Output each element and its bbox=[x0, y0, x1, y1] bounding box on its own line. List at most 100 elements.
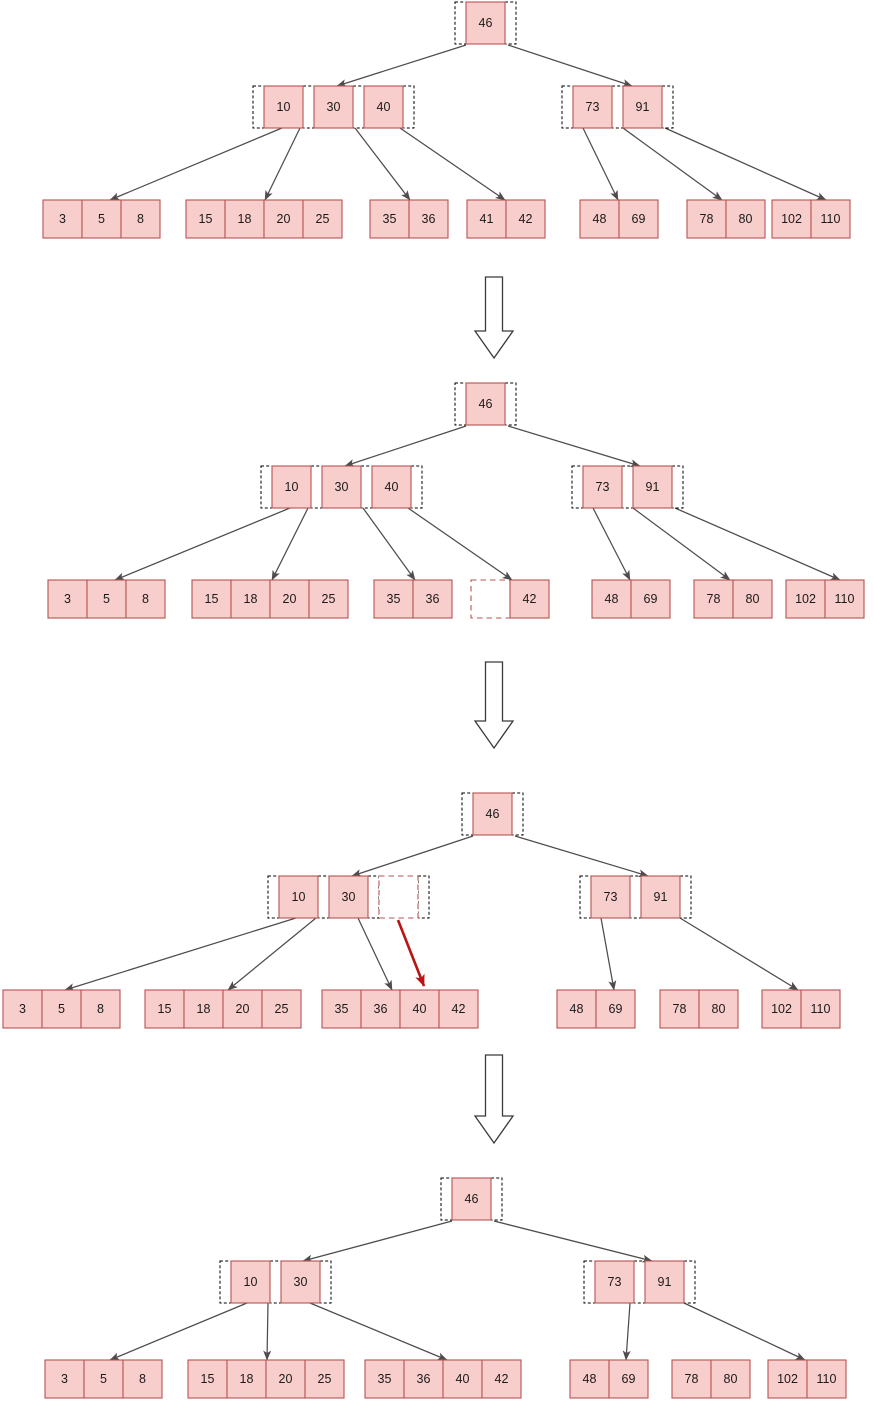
panel-2-leaf-78-80-cell-1 bbox=[732, 579, 773, 619]
panel-3-leaf-15-18-20-25-cell-2 bbox=[222, 989, 263, 1029]
panel-4-root-node-46-key-0: 46 bbox=[465, 1192, 479, 1206]
panel-1-leaf-35-36-key-1: 36 bbox=[422, 212, 436, 226]
panel-2-edge-left-to-leaf1 bbox=[114, 507, 291, 581]
panel-1-leaf-3-5-8-cell-2 bbox=[120, 199, 161, 239]
panel-3-internal-node-10-30-empty-cell-1 bbox=[328, 875, 369, 919]
panel-3-leaf-3-5-8-key-2: 8 bbox=[97, 1002, 104, 1016]
panel-2-internal-node-73-91-pointer-0 bbox=[571, 465, 584, 509]
panel-1-internal-node-10-30-40-key-2: 40 bbox=[377, 100, 391, 114]
panel-1-leaf-48-69-cell-1 bbox=[618, 199, 659, 239]
panel-4-internal-node-10-30-key-1: 30 bbox=[294, 1275, 308, 1289]
panel-4-edge-left-to-leaf3 bbox=[309, 1302, 448, 1361]
panel-1-leaf-3-5-8-key-1: 5 bbox=[98, 212, 105, 226]
panel-4-leaf-15-18-20-25-cell-1 bbox=[226, 1359, 267, 1399]
panel-4-leaf-3-5-8-key-1: 5 bbox=[100, 1372, 107, 1386]
panel-2-root-node-46: 46 bbox=[454, 382, 517, 426]
panel-4-leaf-3-5-8-key-0: 3 bbox=[61, 1372, 68, 1386]
panel-3-root-node-46-cell-0 bbox=[472, 792, 513, 836]
panel-1-leaf-102-110-cell-1 bbox=[810, 199, 851, 239]
panel-1-leaf-15-18-20-25-key-1: 18 bbox=[238, 212, 252, 226]
panel-1-leaf-15-18-20-25-cell-3 bbox=[302, 199, 343, 239]
panel-3-internal-node-10-30-empty-cell-0 bbox=[278, 875, 319, 919]
panel-3-leaf-48-69-key-0: 48 bbox=[570, 1002, 584, 1016]
panel-1-leaf-35-36-cell-1 bbox=[408, 199, 449, 239]
panel-3-leaf-102-110-key-0: 102 bbox=[771, 1002, 792, 1016]
panel-2-internal-node-73-91-pointer-1 bbox=[621, 465, 634, 509]
panel-4-internal-node-10-30-pointer-1 bbox=[269, 1260, 282, 1304]
panel-2-edge-left-to-leaf2 bbox=[271, 507, 309, 581]
panel-1-internal-node-73-91-key-0: 73 bbox=[586, 100, 600, 114]
panel-2-leaf-empty-42: 42 bbox=[470, 579, 550, 619]
panel-1-leaf-41-42-key-1: 42 bbox=[519, 212, 533, 226]
panel-4-leaf-3-5-8-key-2: 8 bbox=[139, 1372, 146, 1386]
panel-4-leaf-35-36-40-42-key-0: 35 bbox=[378, 1372, 392, 1386]
panel-4-leaf-78-80-key-0: 78 bbox=[685, 1372, 699, 1386]
panel-2-leaf-102-110-key-1: 110 bbox=[835, 592, 855, 606]
panel-3-leaf-35-36-40-42-cell-3 bbox=[438, 989, 479, 1029]
panel-4-leaf-15-18-20-25-key-1: 18 bbox=[240, 1372, 254, 1386]
panel-2-leaf-78-80-key-0: 78 bbox=[707, 592, 721, 606]
panel-2-root-node-46-key-0: 46 bbox=[479, 397, 493, 411]
panel-3-leaf-15-18-20-25-cell-1 bbox=[183, 989, 224, 1029]
step-arrow-3-to-4 bbox=[473, 1054, 515, 1145]
panel-1-leaf-48-69-key-1: 69 bbox=[632, 212, 646, 226]
panel-1-leaf-41-42-cell-0 bbox=[466, 199, 507, 239]
panel-4-leaf-35-36-40-42-cell-3 bbox=[481, 1359, 522, 1399]
panel-4-leaf-102-110-key-0: 102 bbox=[777, 1372, 798, 1386]
panel-3-leaf-15-18-20-25-key-0: 15 bbox=[158, 1002, 172, 1016]
panel-1-leaf-35-36-cell-0 bbox=[369, 199, 410, 239]
panel-3-leaf-35-36-40-42-cell-1 bbox=[360, 989, 401, 1029]
panel-4-leaf-48-69-key-1: 69 bbox=[622, 1372, 636, 1386]
panel-2-edge-left-to-leaf3 bbox=[362, 507, 416, 581]
panel-3-internal-node-10-30-empty-key-1: 30 bbox=[342, 890, 356, 904]
panel-2-leaf-35-36-cell-0 bbox=[373, 579, 414, 619]
panel-1-edge-left-to-leaf3 bbox=[354, 127, 411, 201]
panel-3-internal-node-73-91-cell-0 bbox=[590, 875, 631, 919]
panel-1-leaf-15-18-20-25-key-2: 20 bbox=[277, 212, 291, 226]
panel-2-edge-right-to-leaf6 bbox=[632, 507, 731, 581]
panel-3-leaf-35-36-40-42-key-1: 36 bbox=[374, 1002, 388, 1016]
panel-4-edge-right-to-leaf5 bbox=[683, 1302, 806, 1361]
panel-2-internal-node-10-30-40-cell-0 bbox=[271, 465, 312, 509]
panel-3-root-node-46-pointer-1 bbox=[511, 792, 524, 836]
panel-3-leaf-3-5-8-cell-2 bbox=[80, 989, 121, 1029]
panel-3-internal-node-10-30-empty-pointer-0 bbox=[267, 875, 280, 919]
panel-2-edge-right-to-leaf7 bbox=[674, 507, 841, 581]
panel-2-leaf-102-110-key-0: 102 bbox=[795, 592, 816, 606]
panel-3-edge-right-to-leaf4 bbox=[600, 917, 617, 991]
panel-1-edge-root-to-right bbox=[507, 44, 633, 87]
panel-2-leaf-15-18-20-25-key-1: 18 bbox=[244, 592, 258, 606]
panel-1-edge-right-to-leaf6 bbox=[622, 127, 723, 201]
panel-4-internal-node-10-30-cell-1 bbox=[280, 1260, 321, 1304]
panel-1-leaf-102-110-key-1: 110 bbox=[821, 212, 841, 226]
panel-4-leaf-78-80-cell-1 bbox=[710, 1359, 751, 1399]
panel-1-leaf-3-5-8-cell-1 bbox=[81, 199, 122, 239]
panel-2-leaf-empty-42-key-1: 42 bbox=[523, 592, 537, 606]
panel-1-internal-node-10-30-40-cell-2 bbox=[363, 85, 404, 129]
panel-2-internal-node-10-30-40-pointer-2 bbox=[360, 465, 373, 509]
panel-2-leaf-15-18-20-25-key-0: 15 bbox=[205, 592, 219, 606]
panel-2-leaf-48-69-cell-1 bbox=[630, 579, 671, 619]
panel-1-leaf-48-69-cell-0 bbox=[579, 199, 620, 239]
panel-2-root-node-46-cell-0 bbox=[465, 382, 506, 426]
panel-2-leaf-3-5-8-key-1: 5 bbox=[103, 592, 110, 606]
panel-4-leaf-3-5-8-cell-1 bbox=[83, 1359, 124, 1399]
panel-3-leaf-3-5-8-key-1: 5 bbox=[58, 1002, 65, 1016]
panel-1-leaf-41-42-key-0: 41 bbox=[480, 212, 494, 226]
panel-1-leaf-15-18-20-25-key-3: 25 bbox=[316, 212, 330, 226]
panel-1-edge-right-to-leaf5 bbox=[582, 127, 619, 201]
panel-4-edge-left-to-leaf1 bbox=[109, 1302, 248, 1361]
panel-2-internal-node-73-91-cell-1 bbox=[632, 465, 673, 509]
panel-2-leaf-15-18-20-25-key-3: 25 bbox=[322, 592, 336, 606]
panel-2-leaf-78-80-cell-0 bbox=[693, 579, 734, 619]
